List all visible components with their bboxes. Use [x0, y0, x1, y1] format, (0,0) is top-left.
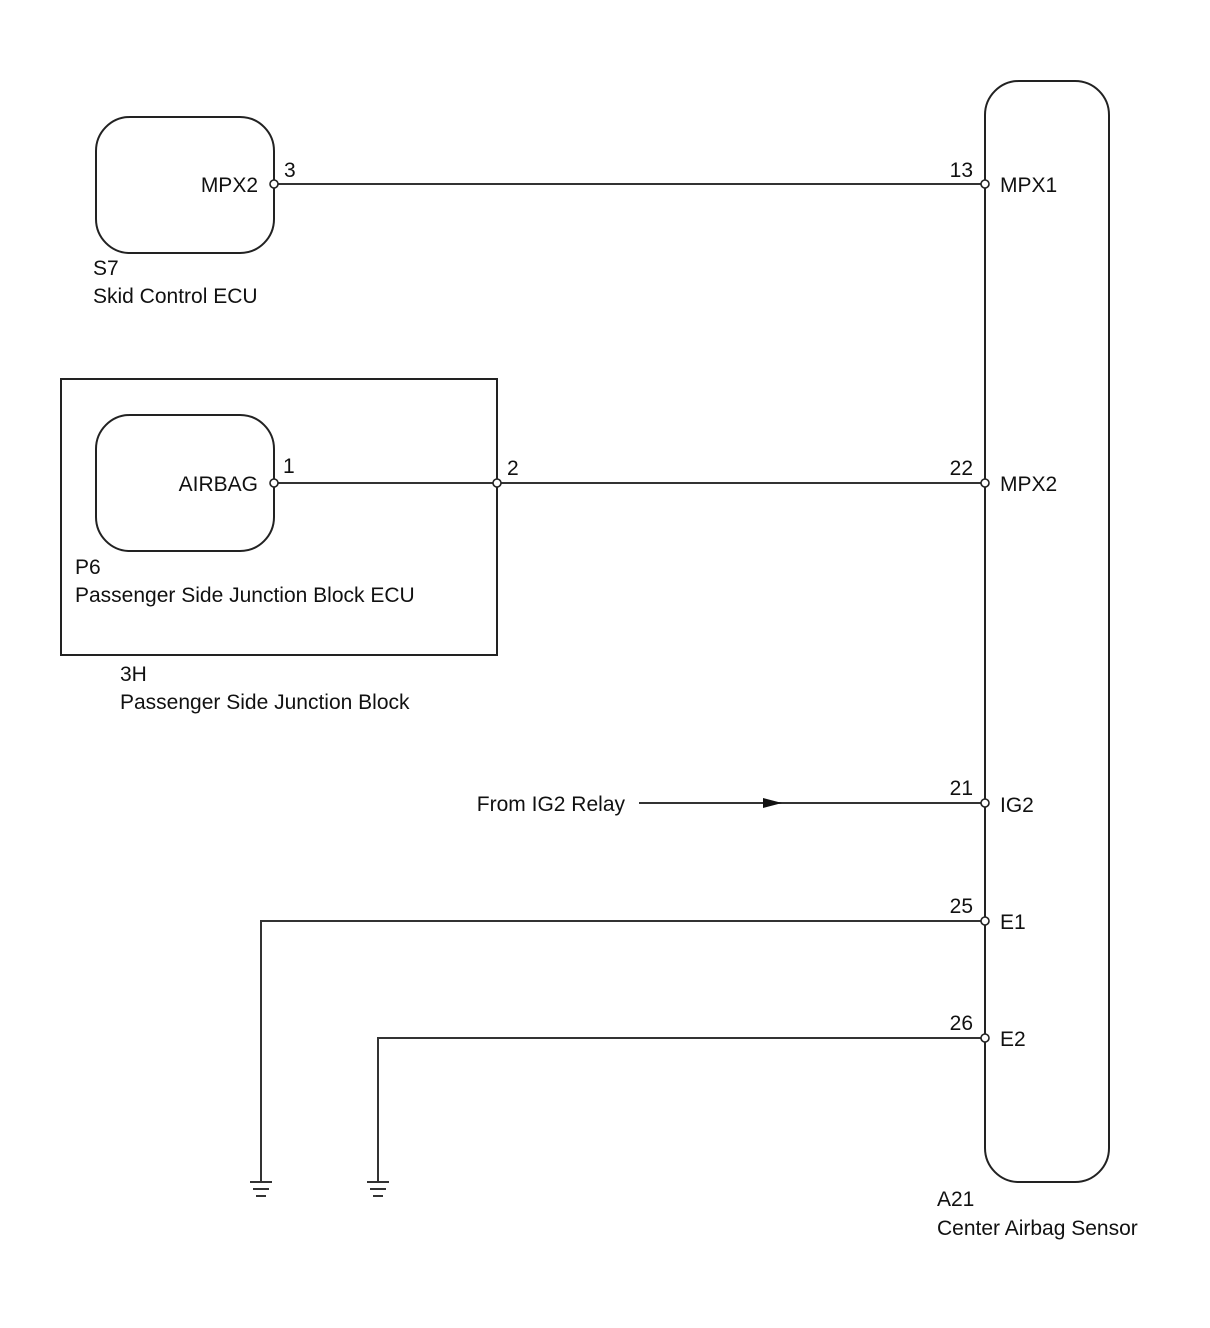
terminal-a21-25 [980, 916, 990, 926]
a21-pin-26-number: 26 [950, 1012, 973, 1035]
a21-pin-21-number: 21 [950, 777, 973, 800]
skid-ecu-pin-number: 3 [284, 159, 296, 182]
terminal-a21-13 [980, 179, 990, 189]
junction-ecu-name: Passenger Side Junction Block ECU [75, 584, 415, 607]
a21-pin-26-label: E2 [1000, 1028, 1026, 1051]
airbag-sensor-name: Center Airbag Sensor [937, 1217, 1138, 1240]
airbag-sensor-code: A21 [937, 1188, 974, 1211]
junction-ecu-pin-label: AIRBAG [179, 473, 258, 496]
ground-icon [250, 1181, 272, 1197]
junction-block-name: Passenger Side Junction Block [120, 691, 410, 714]
wire-e1 [260, 920, 985, 1181]
a21-pin-25-number: 25 [950, 895, 973, 918]
a21-pin-21-label: IG2 [1000, 794, 1034, 817]
junction-ecu-pin-number: 1 [283, 455, 295, 478]
terminal-a21-26 [980, 1033, 990, 1043]
skid-ecu-name: Skid Control ECU [93, 285, 258, 308]
terminal-junction-block-2 [492, 478, 502, 488]
a21-pin-13-label: MPX1 [1000, 174, 1057, 197]
a21-pin-25-label: E1 [1000, 911, 1026, 934]
junction-ecu-code: P6 [75, 556, 101, 579]
ground-icon [367, 1181, 389, 1197]
junction-block-pin-number: 2 [507, 457, 519, 480]
skid-ecu-code: S7 [93, 257, 119, 280]
terminal-a21-21 [980, 798, 990, 808]
a21-pin-22-number: 22 [950, 457, 973, 480]
terminal-junction-airbag [269, 478, 279, 488]
terminal-a21-22 [980, 478, 990, 488]
a21-pin-22-label: MPX2 [1000, 473, 1057, 496]
arrow-icon [763, 798, 782, 808]
wire-e2 [377, 1037, 985, 1181]
a21-pin-13-number: 13 [950, 159, 973, 182]
ig2-source-label: From IG2 Relay [477, 793, 626, 816]
center-airbag-sensor-box [984, 80, 1110, 1183]
terminal-skid-mpx2 [269, 179, 279, 189]
skid-ecu-pin-label: MPX2 [201, 174, 258, 197]
junction-block-code: 3H [120, 663, 147, 686]
